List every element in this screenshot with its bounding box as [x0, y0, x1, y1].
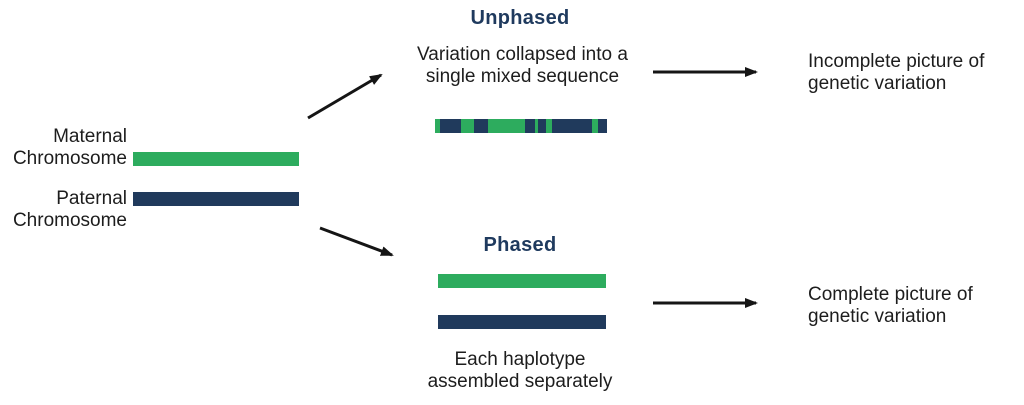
arrow-to-unphased: [307, 73, 383, 120]
paternal-chromosome-label: Paternal Chromosome: [0, 188, 127, 232]
paternal-chromosome-bar: [133, 192, 299, 206]
paternal-chromosome-label-line2: Chromosome: [12, 210, 127, 231]
mixed-sequence-bar: [435, 119, 607, 133]
paternal-chromosome-label-line1: Paternal: [56, 188, 127, 209]
unphased-result-text: Incomplete picture of genetic variation: [808, 51, 1018, 95]
phased-caption-line1: Each haplotype: [454, 349, 586, 370]
maternal-chromosome-bar: [133, 152, 299, 166]
phased-result-line2: genetic variation: [808, 306, 947, 327]
phased-result-line1: Complete picture of: [808, 284, 973, 305]
unphased-description-line1: Variation collapsed into a: [417, 44, 628, 65]
phased-paternal-haplotype-bar: [438, 315, 606, 329]
phased-maternal-haplotype-bar: [438, 274, 606, 288]
mixed-bar-segment-green: [592, 119, 598, 133]
maternal-chromosome-label-line2: Chromosome: [12, 148, 127, 169]
mixed-bar-segment-green: [488, 119, 525, 133]
mixed-bar-segment-navy: [525, 119, 535, 133]
mixed-bar-segment-green: [435, 119, 440, 133]
unphased-title: Unphased: [470, 7, 570, 29]
phased-result-text: Complete picture of genetic variation: [808, 284, 1018, 328]
mixed-bar-segment-navy: [538, 119, 546, 133]
phased-title: Phased: [483, 234, 557, 256]
maternal-chromosome-label-line1: Maternal: [53, 126, 127, 147]
mixed-bar-segment-navy: [598, 119, 607, 133]
phased-caption-line2: assembled separately: [427, 371, 613, 392]
mixed-bar-segment-navy: [552, 119, 592, 133]
unphased-result-line1: Incomplete picture of: [808, 51, 985, 72]
arrow-to-phased: [319, 226, 394, 257]
mixed-bar-segment-green: [546, 119, 552, 133]
mixed-bar-segment-navy: [440, 119, 461, 133]
unphased-description: Variation collapsed into a single mixed …: [395, 44, 650, 88]
maternal-chromosome-label: Maternal Chromosome: [0, 126, 127, 170]
unphased-description-line2: single mixed sequence: [425, 66, 620, 87]
mixed-bar-segment-green: [461, 119, 474, 133]
phased-caption: Each haplotype assembled separately: [395, 349, 645, 393]
mixed-bar-segment-green: [535, 119, 538, 133]
mixed-bar-segment-navy: [474, 119, 488, 133]
unphased-result-line2: genetic variation: [808, 73, 947, 94]
